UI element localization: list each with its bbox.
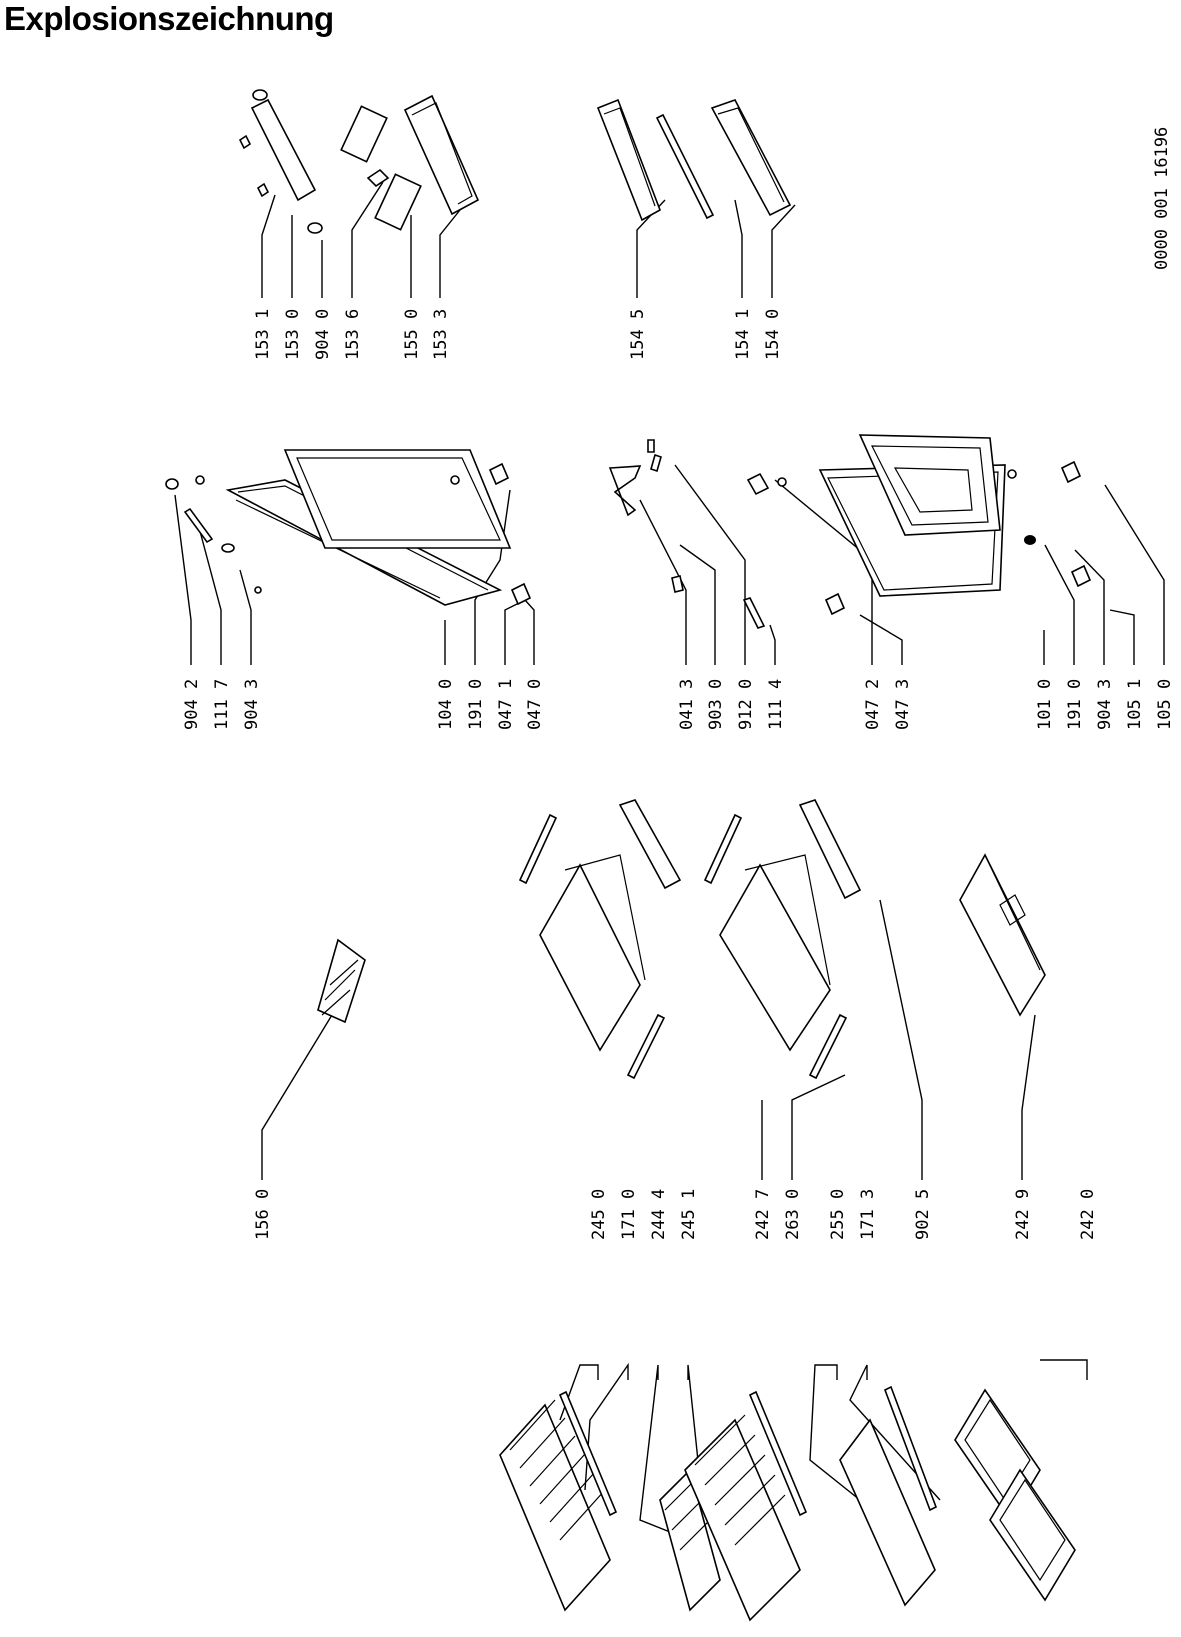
part-047-3-bracket [824,592,846,616]
callout-p1533: 153 3 [431,309,451,360]
callout-p1540: 154 0 [763,309,783,360]
part-191-0-gasket-2 [858,434,1001,536]
callout-p1530: 153 0 [283,309,303,360]
part-047-hinge [488,462,510,486]
callout-p2451: 245 1 [679,1189,699,1240]
callout-p1051: 105 1 [1125,679,1145,730]
callout-p1114: 111 4 [766,679,786,730]
callout-p1536: 153 6 [343,309,363,360]
callout-p9042: 904 2 [182,679,202,730]
callout-p0470: 047 0 [525,679,545,730]
callout-p1910b: 191 0 [1065,679,1085,730]
callout-p9030: 903 0 [706,679,726,730]
part-154-1-strip [655,113,715,220]
part-244-4-shelf [659,1468,721,1612]
callout-p1541: 154 1 [733,309,753,360]
callout-p1531: 153 1 [253,309,273,360]
callout-p1050: 105 0 [1155,679,1175,730]
callout-p2420: 242 0 [1078,1189,1098,1240]
part-191-0-gasket [283,449,512,549]
callout-p1713: 171 3 [858,1189,878,1240]
part-904-2-cap [165,478,179,490]
callout-p1910a: 191 0 [466,679,486,730]
callout-labels: 153 1 153 0 904 0 153 6 155 0 153 3 154 5 154 1… [182,309,1175,1240]
part-041-3-hinge [608,439,662,517]
callout-p9040: 904 0 [313,309,333,360]
drawing-code: 0000 001 16196 [1152,127,1172,270]
callout-p1010: 101 0 [1035,679,1055,730]
part-245-1-shelf [684,1390,808,1622]
callout-p2450: 245 0 [589,1189,609,1240]
part-242-7-crisper-2 [703,799,862,1080]
callout-p1710: 171 0 [619,1189,639,1240]
part-154-0-tray [710,99,792,217]
callout-p0413: 041 3 [677,679,697,730]
part-047-2-bracket [746,472,770,496]
callout-p2630: 263 0 [783,1189,803,1240]
part-153-3-door-tray [403,94,480,216]
part-153-0-tube [238,89,323,234]
page-title: Explosionszeichnung [4,0,334,37]
part-245-crisper-1 [518,799,682,1080]
callout-p2550: 255 0 [828,1189,848,1240]
callout-p1550: 155 0 [402,309,422,360]
part-903-0-screw [671,575,684,593]
callout-p2444: 244 4 [649,1189,669,1240]
callout-p1560: 156 0 [253,1189,273,1240]
part-245-0-shelf [499,1390,618,1612]
part-105-0-hinge [1060,460,1082,484]
part-904-3-cap [1024,535,1036,545]
part-111-7-strip [183,507,214,544]
parts [165,89,1092,1622]
callout-p0473: 047 3 [893,679,913,730]
part-242-9-drawer [959,853,1046,1017]
callout-p1040: 104 0 [436,679,456,730]
callout-p9025: 902 5 [913,1189,933,1240]
callout-p9120: 912 0 [736,679,756,730]
callout-p0472: 047 2 [863,679,883,730]
callout-p9043b: 904 3 [1095,679,1115,730]
callout-p2429: 242 9 [1013,1189,1033,1240]
part-111-4-strip [742,597,766,629]
callout-p2427: 242 7 [753,1189,773,1240]
part-242-0-drawers [954,1388,1076,1602]
callout-p1545: 154 5 [628,309,648,360]
part-155-0-egg-tray [340,105,422,231]
screw [195,475,205,485]
callout-p0471: 047 1 [496,679,516,730]
callout-p1117: 111 7 [212,679,232,730]
part-255-0-glass-shelf [839,1385,938,1607]
part-154-5-tray [596,98,661,222]
callout-p9043a: 904 3 [242,679,262,730]
part-156-0-ice-tray [317,938,366,1024]
part-105-1-hinge [1070,564,1092,588]
